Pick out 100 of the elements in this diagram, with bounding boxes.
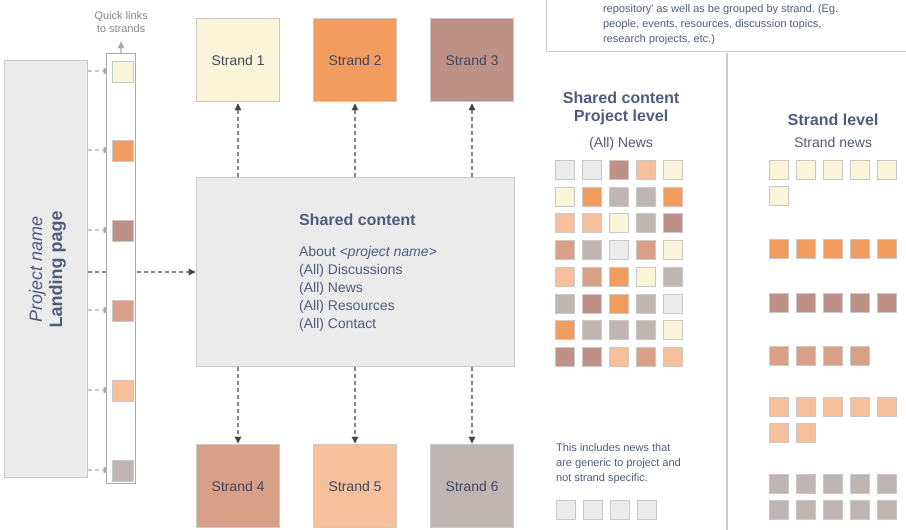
arrow [352, 103, 358, 177]
news-tile [769, 346, 789, 366]
news-tile [769, 474, 789, 494]
news-tile [609, 294, 629, 314]
news-tile [582, 347, 602, 367]
quick-link-square [112, 140, 134, 162]
news-tile [823, 160, 843, 180]
page-title: Landing page [46, 210, 66, 328]
strand-box [430, 18, 514, 102]
news-tile [769, 239, 789, 259]
news-tile [850, 474, 870, 494]
news-tile [663, 267, 683, 287]
news-tile [609, 213, 629, 233]
news-tile [636, 240, 656, 260]
news-tile [877, 397, 897, 417]
news-tile [555, 240, 575, 260]
strand-box [313, 18, 397, 102]
news-tile [609, 347, 629, 367]
news-tile [850, 397, 870, 417]
content-item: About <project name> [299, 242, 437, 260]
quick-link-square [112, 460, 134, 482]
news-tile [637, 500, 657, 520]
news-tile [769, 500, 789, 520]
content-item: (All) Contact [299, 314, 378, 332]
news-tile [877, 239, 897, 259]
news-tile [610, 500, 630, 520]
strand-box [313, 444, 397, 528]
news-tile [850, 346, 870, 366]
strand-box [430, 444, 514, 528]
strand-box [196, 444, 280, 528]
news-tile [769, 186, 789, 206]
box-heading: Shared content [299, 212, 416, 230]
column-subheading: Strand news [793, 134, 873, 150]
news-tile [555, 320, 575, 340]
news-tile [823, 397, 843, 417]
news-tile [823, 239, 843, 259]
news-tile [609, 267, 629, 287]
news-tile [850, 500, 870, 520]
news-tile [582, 294, 602, 314]
news-tile [663, 240, 683, 260]
news-tile [582, 187, 602, 207]
quick-links-caption: Quick links to strands [94, 10, 148, 38]
news-tile [663, 294, 683, 314]
news-tile [823, 293, 843, 313]
strand-label: Strand 1 [212, 52, 264, 68]
news-tile [796, 346, 816, 366]
news-tile [663, 160, 683, 180]
content-item: (All) Resources [299, 296, 396, 314]
note-text: This includes news that are generic to project and not strand specific. [556, 441, 682, 486]
news-tile [609, 320, 629, 340]
news-tile [877, 500, 897, 520]
news-tile [769, 397, 789, 417]
news-tile [636, 267, 656, 287]
content-item: (All) Discussions [299, 260, 404, 278]
news-tile [663, 187, 683, 207]
news-tile [582, 240, 602, 260]
shared-content-box [196, 177, 515, 367]
news-tile [636, 320, 656, 340]
arrow [468, 103, 476, 177]
news-tile [555, 267, 575, 287]
news-tile [582, 160, 602, 180]
news-tile [663, 320, 683, 340]
news-tile [663, 213, 683, 233]
strand-label: Strand 5 [328, 478, 382, 494]
news-tile [555, 294, 575, 314]
news-tile [555, 160, 575, 180]
news-tile [636, 347, 656, 367]
news-tile [769, 160, 789, 180]
strand-label: Strand 6 [446, 478, 498, 494]
quick-link-square [112, 61, 134, 83]
quick-link-square [112, 380, 134, 402]
news-tile [555, 187, 575, 207]
news-tile [556, 500, 576, 520]
quick-links-bar [106, 53, 136, 484]
news-tile [850, 239, 870, 259]
news-tile [582, 320, 602, 340]
news-tile [796, 160, 816, 180]
strand-label: Strand 4 [212, 478, 264, 494]
landing-page-panel [4, 60, 88, 478]
arrow [468, 367, 476, 444]
news-tile [636, 294, 656, 314]
news-tile [636, 187, 656, 207]
news-tile [796, 397, 816, 417]
news-tile [555, 347, 575, 367]
news-tile [582, 213, 602, 233]
news-tile [555, 213, 575, 233]
news-tile [877, 474, 897, 494]
news-tile [796, 423, 816, 443]
news-tile [823, 474, 843, 494]
content-item: (All) News [299, 278, 364, 296]
arrow [234, 367, 242, 444]
note-text: repository’ as well as be grouped by strand. (Eg. people, events, resources, discussion topics, research projects, etc.) [603, 2, 839, 47]
quick-link-square [112, 220, 134, 242]
column-heading: Shared content Project level [562, 90, 680, 126]
strand-label: Strand 3 [446, 52, 498, 68]
news-tile [823, 346, 843, 366]
note-panel [546, 0, 906, 52]
column-subheading: (All) News [588, 134, 654, 150]
strand-box [196, 18, 280, 102]
column-heading: Strand level [786, 112, 880, 130]
